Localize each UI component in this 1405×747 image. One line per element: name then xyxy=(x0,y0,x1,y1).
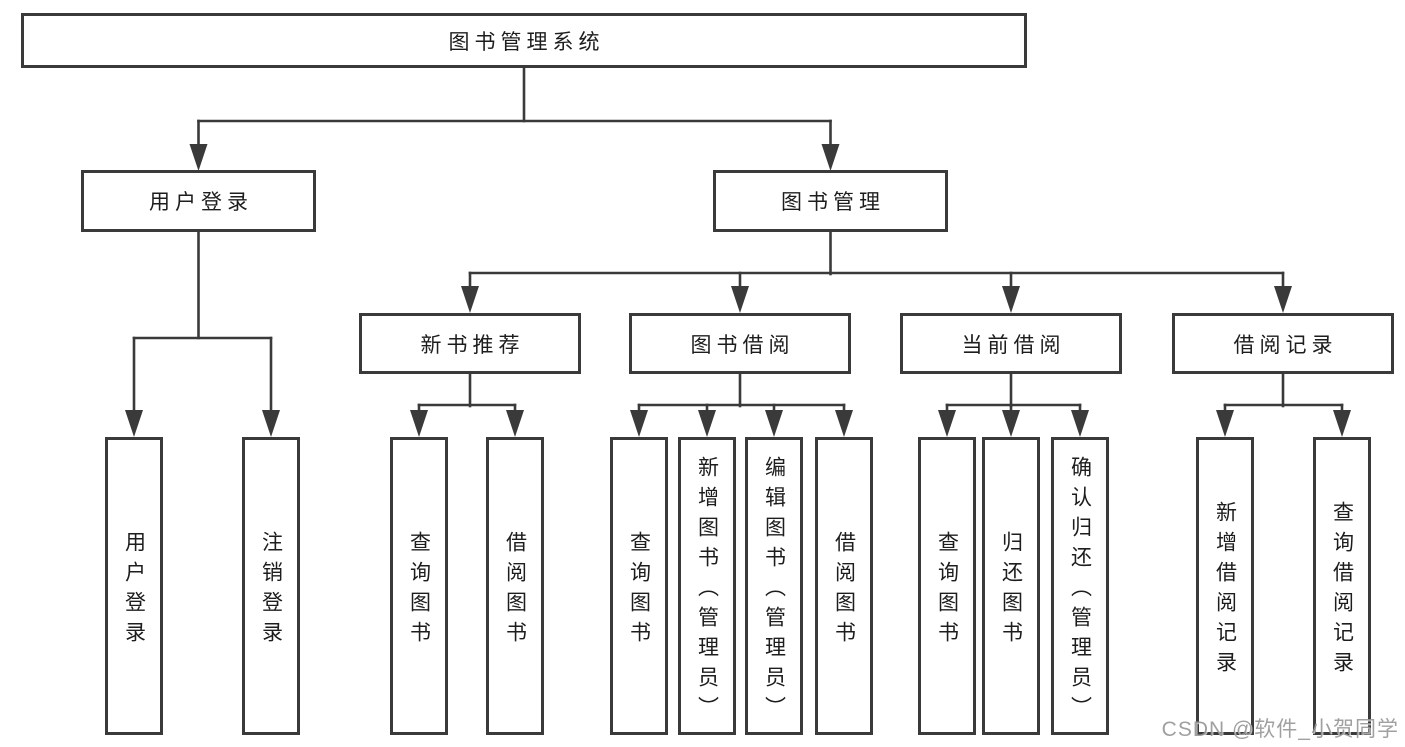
arrowhead-icon xyxy=(938,410,956,437)
arrowhead-icon xyxy=(125,410,143,437)
node-label: 查询图书 xyxy=(935,530,959,651)
connector-root-to-level1 xyxy=(189,66,840,171)
leaf-query-books-borrow: 查询图书 xyxy=(610,437,668,735)
node-library-system: 图书管理系统 xyxy=(21,13,1027,68)
node-label: 用户登录 xyxy=(122,530,146,651)
csdn-watermark: CSDN @软件_小贺同学 xyxy=(1161,718,1399,741)
connector-book-borrow-group xyxy=(630,372,853,437)
leaf-add-book-admin: 新增图书（管理员） xyxy=(678,437,736,735)
arrowhead-icon xyxy=(835,410,853,437)
node-label: 用户登录 xyxy=(149,191,253,214)
arrowhead-icon xyxy=(1333,410,1351,437)
arrowhead-icon xyxy=(1274,286,1292,313)
node-label: 借阅图书 xyxy=(503,530,527,651)
leaf-borrow-books-recommend: 借阅图书 xyxy=(486,437,544,735)
connector-borrow-record-group xyxy=(1216,372,1351,437)
arrowhead-icon xyxy=(1002,286,1020,313)
node-borrow-records: 借阅记录 xyxy=(1172,313,1394,374)
arrowhead-icon xyxy=(731,286,749,313)
node-user-login: 用户登录 xyxy=(81,170,316,232)
node-label: 归还图书 xyxy=(999,530,1023,651)
leaf-logout: 注销登录 xyxy=(242,437,300,735)
arrowhead-icon xyxy=(1216,410,1234,437)
node-book-management: 图书管理 xyxy=(713,170,948,232)
arrowhead-icon xyxy=(506,410,524,437)
node-label: 查询图书 xyxy=(627,530,651,651)
node-current-borrow: 当前借阅 xyxy=(900,313,1122,374)
node-label: 当前借阅 xyxy=(961,333,1066,357)
arrowhead-icon xyxy=(821,144,840,171)
arrowhead-icon xyxy=(698,410,716,437)
leaf-query-books-current: 查询图书 xyxy=(918,437,976,735)
arrowhead-icon xyxy=(630,410,648,437)
node-book-borrow: 图书借阅 xyxy=(629,313,851,374)
node-label: 新增图书（管理员） xyxy=(695,455,719,726)
leaf-borrow-books: 借阅图书 xyxy=(815,437,873,735)
arrowhead-icon xyxy=(765,410,783,437)
node-label: 图书借阅 xyxy=(690,333,795,357)
node-label: 新书推荐 xyxy=(420,333,525,357)
leaf-edit-book-admin: 编辑图书（管理员） xyxy=(745,437,803,735)
node-label: 新增借阅记录 xyxy=(1213,500,1237,681)
node-label: 确认归还（管理员） xyxy=(1068,455,1092,726)
leaf-return-book: 归还图书 xyxy=(982,437,1040,735)
arrowhead-icon xyxy=(262,410,280,437)
node-label: 查询图书 xyxy=(407,530,431,651)
node-label: 编辑图书（管理员） xyxy=(762,455,786,726)
connector-current-borrow-group xyxy=(938,372,1089,437)
leaf-add-borrow-record: 新增借阅记录 xyxy=(1196,437,1254,735)
node-label: 注销登录 xyxy=(259,530,283,651)
node-new-book-recommend: 新书推荐 xyxy=(359,313,581,374)
arrowhead-icon xyxy=(1071,410,1089,437)
arrowhead-icon xyxy=(189,144,208,171)
node-label: 图书管理系统 xyxy=(448,30,605,54)
leaf-user-login: 用户登录 xyxy=(105,437,163,735)
arrowhead-icon xyxy=(461,286,479,313)
connector-book-management-group xyxy=(461,230,1292,313)
node-label: 借阅图书 xyxy=(832,530,856,651)
leaf-confirm-return-admin: 确认归还（管理员） xyxy=(1051,437,1109,735)
connector-user-login-group xyxy=(125,230,280,437)
arrowhead-icon xyxy=(410,410,428,437)
node-label: 借阅记录 xyxy=(1233,333,1338,357)
leaf-query-books-recommend: 查询图书 xyxy=(390,437,448,735)
leaf-query-borrow-record: 查询借阅记录 xyxy=(1313,437,1371,735)
node-label: 查询借阅记录 xyxy=(1330,500,1354,681)
arrowhead-icon xyxy=(1002,410,1020,437)
connector-new-book-group xyxy=(410,372,524,437)
node-label: 图书管理 xyxy=(781,191,885,214)
